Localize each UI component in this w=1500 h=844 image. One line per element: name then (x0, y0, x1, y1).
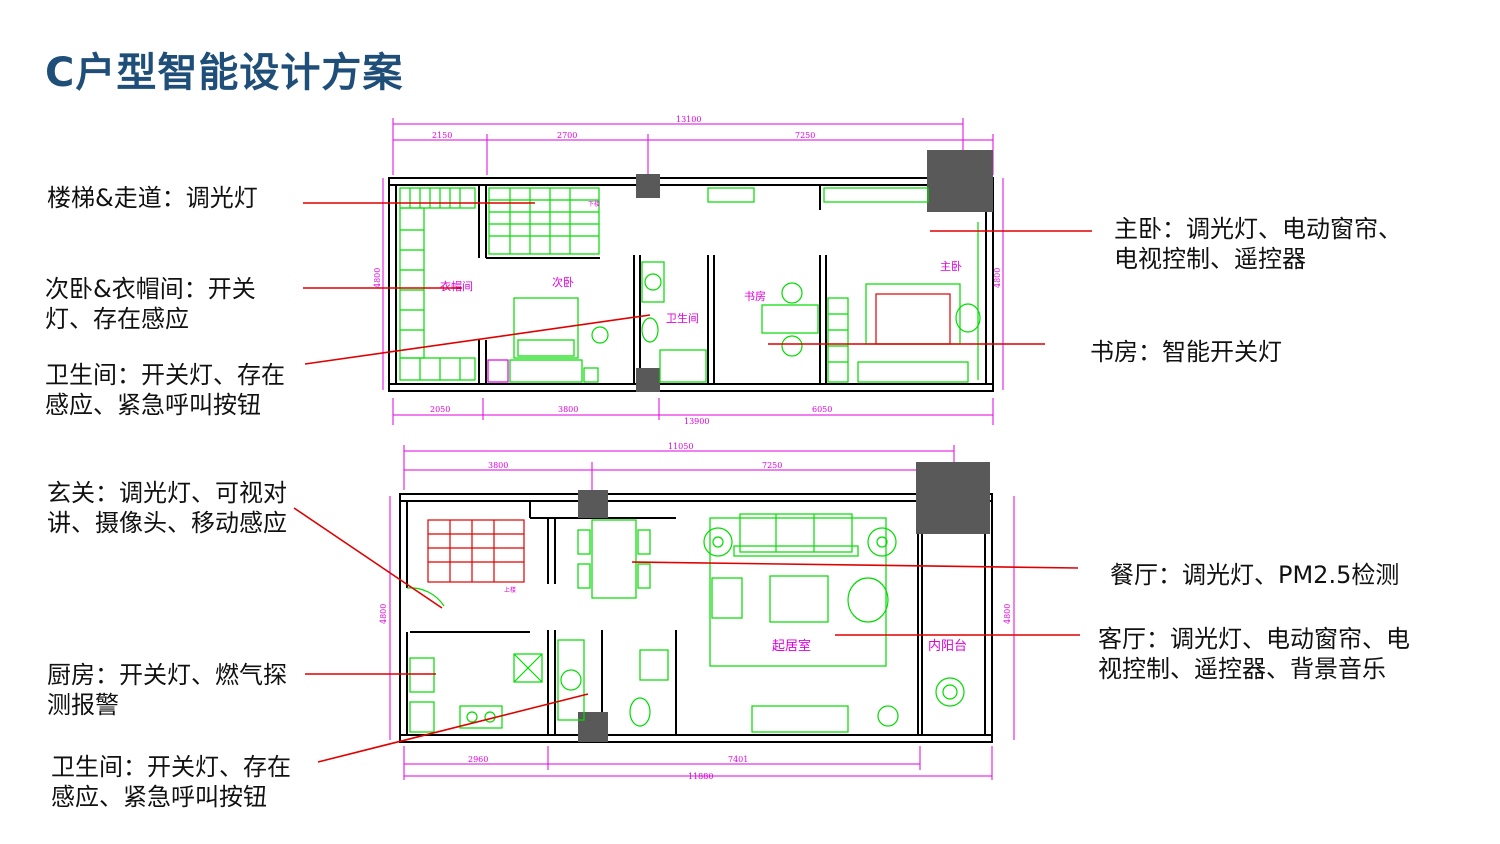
annotation-kitchen-line1: 厨房：开关灯、燃气探 (47, 661, 287, 689)
room-bathroom-upper: 卫生间 (666, 311, 699, 325)
dim-upper-bottom-c: 6050 (812, 405, 832, 414)
dim-upper-top-c: 7250 (795, 131, 815, 140)
dim-lower-left: 4800 (379, 604, 388, 624)
annotation-bath-upper-line2: 感应、紧急呼叫按钮 (45, 391, 261, 419)
dim-upper-left: 4800 (373, 268, 382, 288)
annotation-dining: 餐厅：调光灯、PM2.5检测 (1110, 561, 1400, 589)
annotation-master-line1: 主卧：调光灯、电动窗帘、 (1114, 215, 1402, 243)
dim-upper-bottom-total: 13900 (684, 417, 709, 426)
column (636, 368, 660, 392)
upper-dimensions-side (382, 178, 1004, 390)
lower-dimensions-bottom (403, 746, 993, 780)
upper-furniture (399, 187, 981, 383)
annotation-living-line1: 客厅：调光灯、电动窗帘、电 (1098, 625, 1410, 653)
dim-lower-right: 4800 (1003, 604, 1012, 624)
room-balcony: 内阳台 (928, 638, 967, 654)
room-living: 起居室 (772, 638, 811, 654)
room-study: 书房 (744, 290, 766, 303)
dim-upper-bottom-a: 2050 (430, 405, 450, 414)
column (916, 462, 990, 534)
dim-upper-top-b: 2700 (557, 131, 577, 140)
dim-lower-top-b: 7250 (762, 461, 782, 470)
lower-walls (399, 493, 993, 743)
annotation-kitchen-line2: 测报警 (47, 691, 119, 719)
room-master-bedroom: 主卧 (940, 260, 962, 273)
dim-lower-top-total: 11050 (668, 442, 693, 451)
annotation-second-bedroom-line1: 次卧&衣帽间：开关 (45, 275, 256, 303)
room-closet: 衣帽间 (440, 279, 473, 293)
lower-furniture (406, 513, 965, 733)
dim-upper-bottom-b: 3800 (558, 405, 578, 414)
stair-label-lower: 上楼 (504, 586, 516, 594)
upper-dimensions-top (392, 118, 994, 175)
annotation-bath-upper-line1: 卫生间：开关灯、存在 (45, 361, 285, 389)
lower-dimensions-top (403, 445, 955, 490)
lower-dimensions-side (389, 496, 1015, 740)
annotation-study: 书房：智能开关灯 (1090, 338, 1282, 366)
annotation-master-line2: 电视控制、遥控器 (1114, 245, 1306, 273)
annotation-bath-lower-line1: 卫生间：开关灯、存在 (51, 753, 291, 781)
annotation-second-bedroom-line2: 灯、存在感应 (45, 305, 189, 333)
column (578, 712, 608, 742)
dim-lower-top-a: 3800 (488, 461, 508, 470)
column (578, 490, 608, 518)
column (636, 174, 660, 198)
dim-upper-top-total: 13100 (676, 115, 701, 124)
annotation-stairs: 楼梯&走道：调光灯 (47, 184, 258, 212)
upper-walls (388, 177, 994, 392)
annotation-living-line2: 视控制、遥控器、背景音乐 (1098, 655, 1386, 683)
upper-dimensions-bottom (392, 398, 994, 425)
dim-upper-right: 4800 (993, 268, 1002, 288)
dim-upper-top-a: 2150 (432, 131, 452, 140)
stair-label-upper: 下楼 (588, 200, 600, 208)
dim-lower-bottom-a: 2960 (468, 755, 488, 764)
column (927, 150, 993, 212)
room-second-bedroom: 次卧 (552, 275, 574, 289)
dim-lower-bottom-b: 7401 (728, 755, 748, 764)
lower-floor-plan: 11050 3800 7250 2960 7401 11880 4800 480… (379, 442, 1015, 781)
annotation-entrance-line2: 讲、摄像头、移动感应 (47, 509, 287, 537)
upper-floor-plan: 13100 2150 2700 7250 2050 3800 6050 1390… (373, 115, 1004, 426)
annotation-entrance-line1: 玄关：调光灯、可视对 (47, 479, 287, 507)
annotation-bath-lower-line2: 感应、紧急呼叫按钮 (51, 783, 267, 811)
callout-lines (293, 202, 1092, 763)
page-title: C户型智能设计方案 (45, 50, 404, 96)
dim-lower-bottom-total: 11880 (688, 772, 713, 781)
